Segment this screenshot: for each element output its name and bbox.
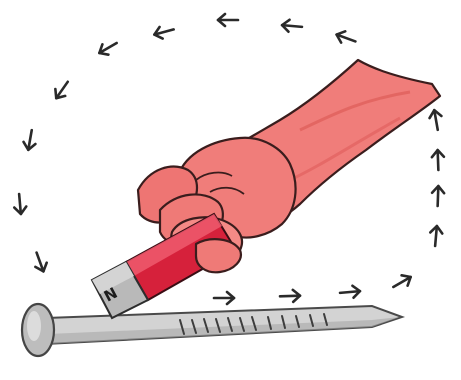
nail-head-highlight bbox=[27, 311, 41, 341]
fingertip-overlap bbox=[196, 239, 241, 272]
